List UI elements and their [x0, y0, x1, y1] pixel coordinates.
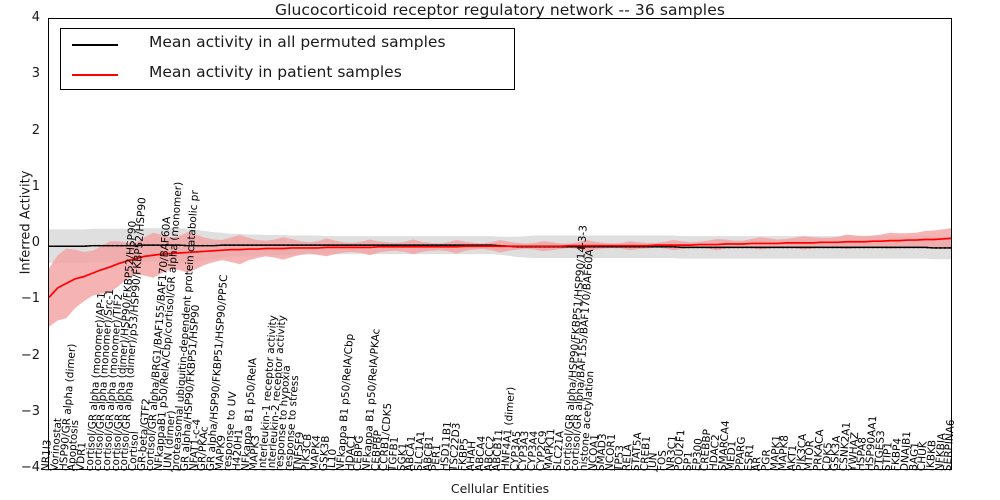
legend-swatch-permuted: [72, 44, 118, 46]
y-tick-label: 3: [31, 66, 40, 82]
y-tick-label: 0: [31, 235, 40, 250]
legend-entry-permuted: Mean activity in all permuted samples: [61, 31, 514, 59]
y-tick-label: −2: [20, 347, 40, 363]
plot-area: [48, 18, 952, 470]
chart-canvas: [49, 228, 951, 327]
y-tick-label: 4: [31, 10, 40, 25]
y-tick-label: −1: [20, 291, 40, 307]
chart-title: Glucocorticoid receptor regulatory netwo…: [274, 1, 726, 19]
legend-swatch-patient: [72, 74, 118, 76]
x-axis-label: Cellular Entities: [450, 481, 550, 496]
chart-legend: Mean activity in all permuted samples Me…: [60, 28, 515, 90]
legend-entry-patient: Mean activity in patient samples: [61, 61, 514, 89]
y-tick-label: −4: [20, 460, 40, 475]
y-tick-label: 2: [31, 122, 40, 138]
y-tick-label: 1: [31, 178, 40, 194]
y-tick-label: −3: [20, 403, 40, 419]
y-axis-label: Inferred Activity: [18, 170, 34, 275]
legend-label-permuted: Mean activity in all permuted samples: [149, 33, 446, 51]
legend-label-patient: Mean activity in patient samples: [149, 63, 402, 81]
